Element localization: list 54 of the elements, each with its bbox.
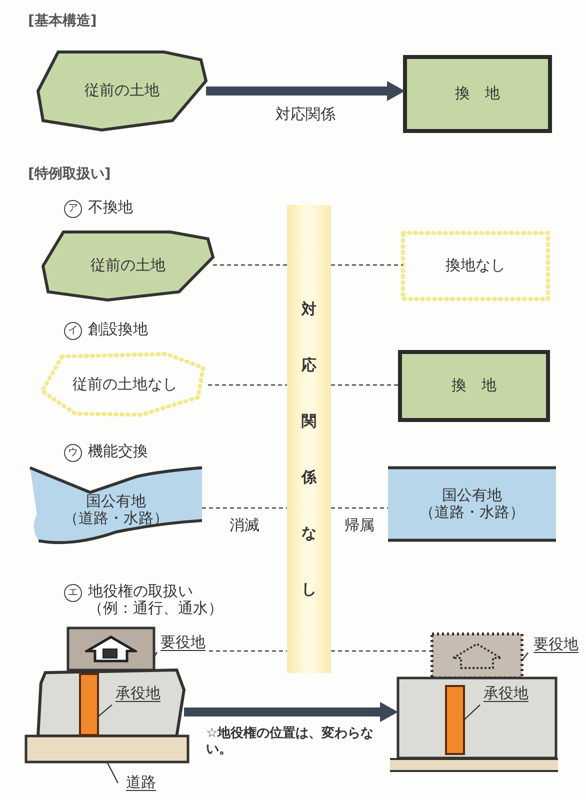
road-strip (26, 736, 188, 762)
section-heading: [基本構造] (28, 12, 97, 30)
circled-case-mark: ア (64, 200, 82, 218)
circled-case-mark: イ (64, 322, 82, 340)
land-parcel (38, 52, 206, 130)
shape-text: 国公有地（道路・水路） (418, 486, 526, 522)
easement-strip (446, 686, 464, 754)
part-label: 道路 (126, 774, 156, 792)
leader-line (98, 704, 112, 718)
dashed-connector (331, 384, 400, 386)
shape-text: 換 地 (452, 377, 496, 395)
dotted-box (403, 233, 548, 299)
part-label: 承役地 (484, 685, 528, 703)
shape-text: 従前の土地なし (72, 376, 178, 394)
dotted-dominant-land-box (432, 634, 522, 678)
leader-line (153, 652, 158, 658)
replotted-land-box (405, 57, 550, 131)
shape-text: 従前の土地 (90, 257, 166, 275)
leader-line (106, 762, 119, 784)
circled-case-mark: エ (64, 584, 82, 602)
dotted-parcel-outline (42, 354, 208, 416)
shape-text: 換 地 (455, 85, 500, 103)
replotted-land-box (400, 352, 548, 420)
dashed-connector (208, 384, 287, 386)
arrow (206, 81, 405, 101)
servient-land-box (398, 678, 556, 758)
dashed-connector (331, 507, 388, 509)
part-label: 要役地 (160, 634, 206, 652)
circled-case-mark: ウ (64, 444, 82, 462)
case-title: 創設換地 (88, 321, 149, 338)
leader-line (464, 704, 480, 720)
arrow (184, 702, 398, 722)
servient-land-shape (38, 670, 184, 736)
dashed-connector (213, 264, 287, 266)
shape-text: 換地なし (446, 257, 506, 275)
waterway-band (388, 467, 556, 541)
land-parcel (43, 232, 213, 300)
dashed-connector (331, 650, 432, 652)
easement-strip (80, 674, 98, 735)
dominant-land-box (68, 628, 154, 670)
case-title: 不換地 (88, 199, 134, 216)
dashed-connector (202, 507, 287, 509)
part-label: 承役地 (116, 685, 160, 703)
edge-label: 対応関係 (272, 105, 338, 123)
leader-line (522, 652, 528, 661)
vertical-band (287, 205, 331, 673)
case-title: 機能交換 (88, 443, 149, 460)
part-label: 要役地 (534, 636, 578, 654)
shape-text: 従前の土地 (84, 82, 160, 100)
case-title: 地役権の取扱い（例：通行、通水） (88, 583, 224, 616)
dashed-connector (209, 650, 287, 652)
dashed-connector (331, 264, 403, 266)
vertical-text: 対応関係なし (302, 299, 316, 600)
section-heading: [特例取扱い] (28, 165, 111, 183)
